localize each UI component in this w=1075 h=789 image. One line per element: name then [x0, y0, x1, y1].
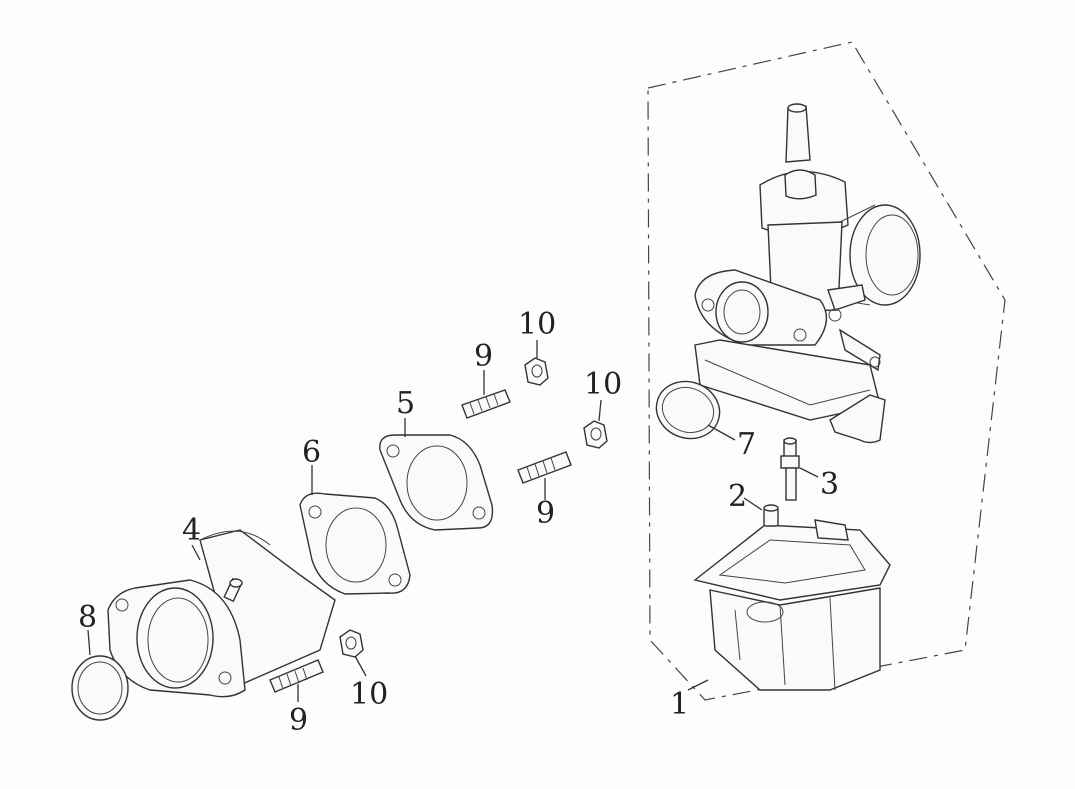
callout-6: 6: [302, 435, 321, 470]
carburetor-body: [694, 103, 921, 444]
float-bowl: [693, 519, 891, 691]
stud-9-middle: [517, 451, 572, 484]
nut-10-upper: [524, 357, 549, 386]
main-jet: [763, 504, 779, 527]
nut-10-middle: [583, 420, 608, 449]
gasket-5: [379, 434, 494, 531]
callout-3: 3: [820, 467, 839, 502]
leader-lines: [87, 340, 819, 702]
nut-10-lower: [339, 629, 364, 658]
callout-10-lower: 10: [350, 677, 388, 712]
callout-9-middle: 9: [536, 496, 555, 531]
callout-10-upper: 10: [518, 307, 556, 342]
callout-10-middle: 10: [584, 367, 622, 402]
callout-9-upper: 9: [474, 339, 493, 374]
callout-7: 7: [737, 427, 756, 462]
callout-5: 5: [396, 386, 415, 421]
o-ring-8: [71, 655, 129, 721]
gasket-6: [299, 492, 411, 595]
callout-8: 8: [78, 600, 97, 635]
o-ring-7: [655, 380, 721, 440]
callout-9-lower: 9: [289, 703, 308, 738]
callout-2: 2: [728, 479, 747, 514]
callout-1: 1: [670, 687, 689, 722]
callout-4: 4: [182, 513, 201, 548]
stud-9-lower: [269, 659, 324, 693]
stud-9-upper: [461, 389, 511, 419]
needle-jet: [780, 437, 800, 501]
intake-manifold: [107, 529, 336, 698]
